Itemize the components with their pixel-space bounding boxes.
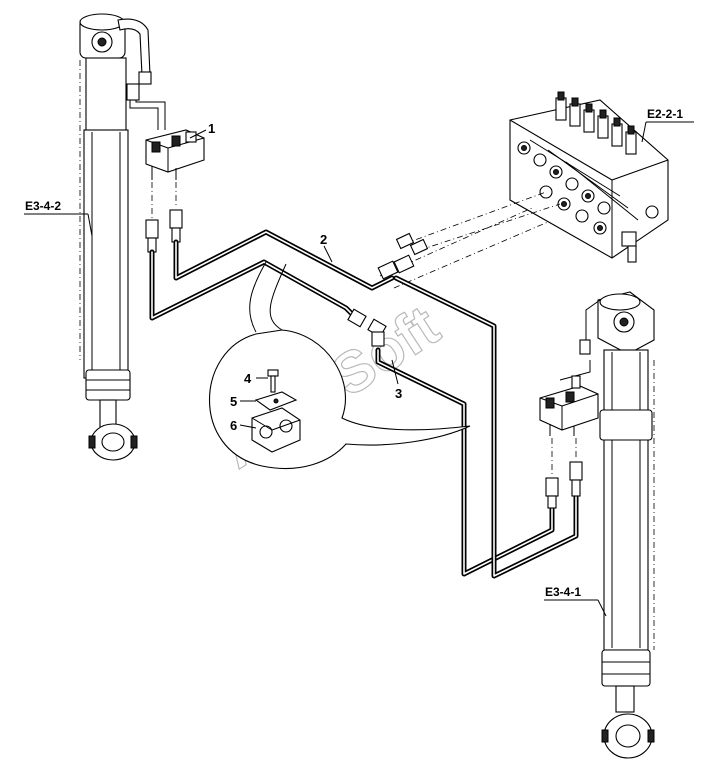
callout-3: 3 xyxy=(395,386,402,401)
valve-block-left xyxy=(145,129,205,180)
callout-6: 6 xyxy=(230,418,237,433)
left-hydraulic-cylinder xyxy=(79,13,166,461)
right-valve-hose-fittings xyxy=(545,438,583,509)
hydraulic-hose-lines xyxy=(149,229,579,579)
hose-fittings xyxy=(347,232,429,347)
callout-5: 5 xyxy=(230,394,237,409)
reference-e3-4-2: E3-4-2 xyxy=(25,199,61,213)
reference-e2-2-1: E2-2-1 xyxy=(647,107,683,121)
left-valve-hose-fittings xyxy=(145,182,183,253)
right-hydraulic-cylinder xyxy=(559,291,655,759)
leader-lines xyxy=(24,121,694,617)
valve-block-right xyxy=(539,375,599,436)
main-control-valve xyxy=(509,91,669,263)
reference-e3-4-1: E3-4-1 xyxy=(545,585,581,599)
callout-2: 2 xyxy=(320,232,327,247)
clamp-detail-view xyxy=(208,261,471,470)
callout-1: 1 xyxy=(208,121,215,136)
callout-4: 4 xyxy=(244,371,252,386)
